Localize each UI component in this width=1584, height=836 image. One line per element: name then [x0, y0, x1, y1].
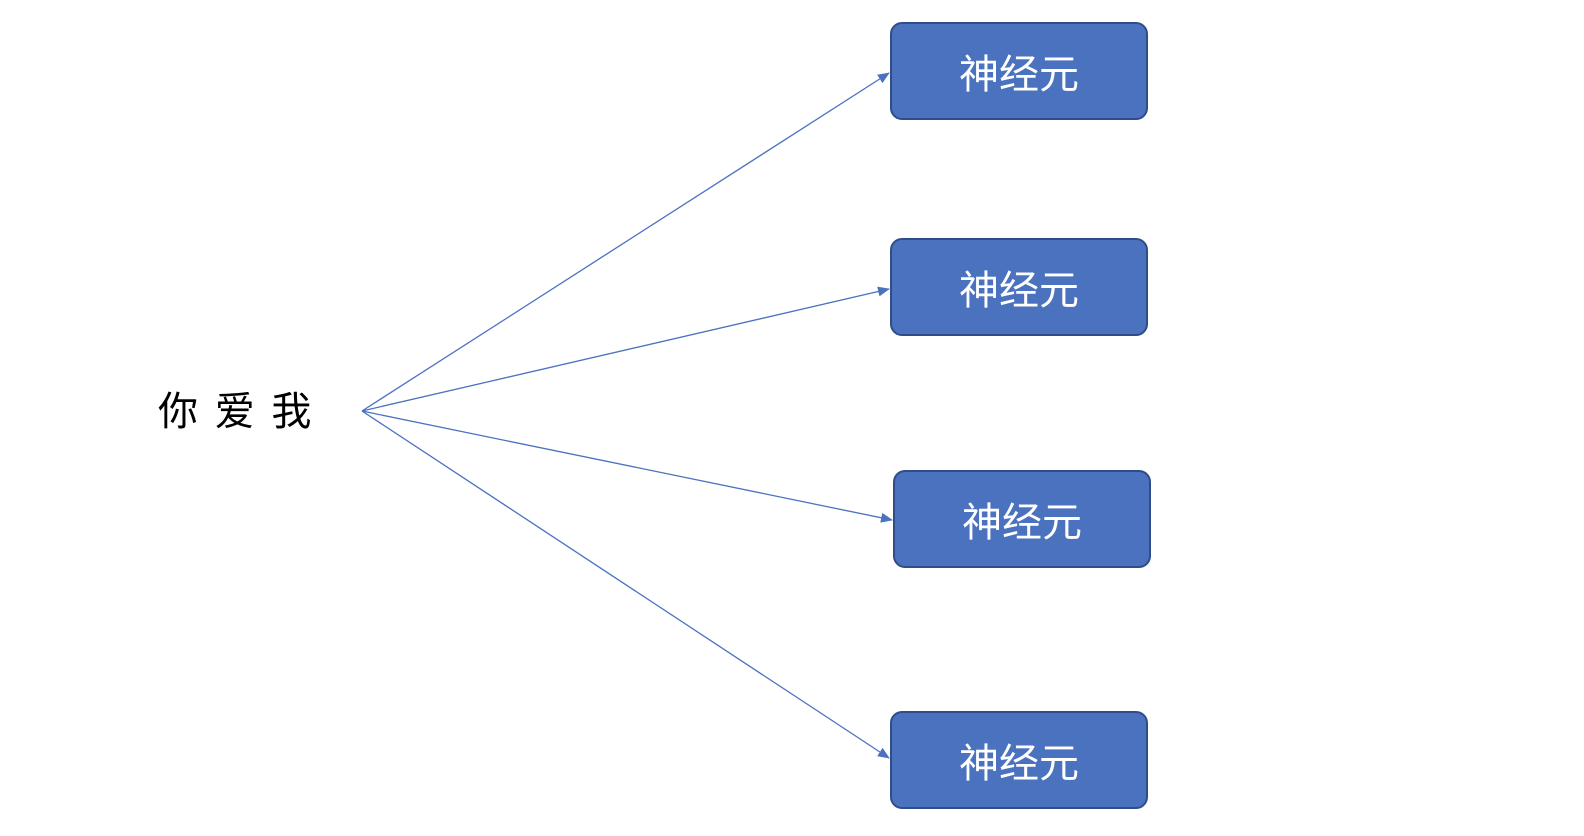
neuron-label: 神经元	[959, 741, 1079, 787]
arrow-to-neuron-3	[361, 410, 893, 523]
neuron-label: 神经元	[962, 500, 1082, 546]
neuron-box-1[interactable]: 神经元	[890, 22, 1148, 120]
neuron-box-3[interactable]: 神经元	[893, 470, 1151, 568]
neuron-box-4[interactable]: 神经元	[890, 711, 1148, 809]
arrow-to-neuron-2	[361, 286, 890, 412]
arrow-to-neuron-4	[361, 410, 890, 759]
neuron-label: 神经元	[959, 268, 1079, 314]
arrow-to-neuron-1	[361, 72, 890, 412]
neuron-label: 神经元	[959, 52, 1079, 98]
input-sentence: 你 爱 我	[158, 389, 314, 435]
neuron-box-2[interactable]: 神经元	[890, 238, 1148, 336]
